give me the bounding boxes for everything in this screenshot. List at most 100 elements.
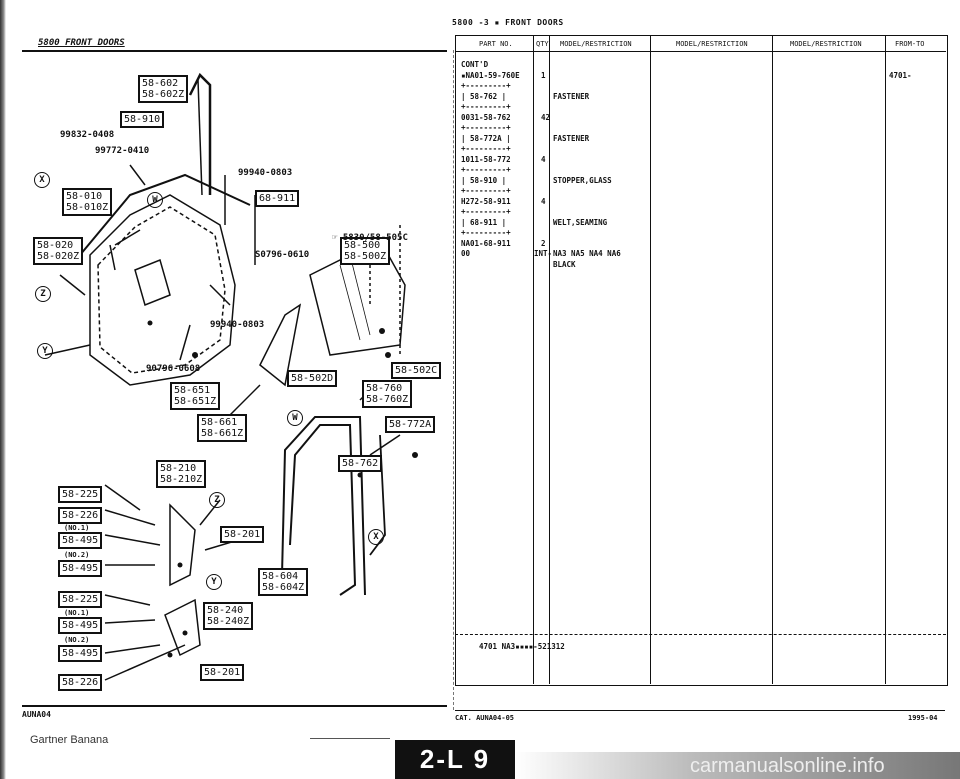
callout-x-top: X: [34, 172, 50, 188]
callout-z-top: Z: [35, 286, 51, 302]
col-header-model-2: MODEL/RESTRICTION: [676, 40, 748, 48]
table-cell-qty: 4: [541, 196, 546, 206]
footnote-rule: [455, 634, 946, 635]
label-5830-ref: ☞ 5830/58-505C: [332, 233, 408, 243]
callout-w-bottom: W: [287, 410, 303, 426]
part-box-58-502d: 58-502D: [287, 370, 338, 387]
table-cell-part: NA01-68-911: [461, 238, 511, 248]
col-header-qty: QTY: [536, 40, 549, 48]
table-cell-part: +---------+: [461, 102, 511, 111]
table-cell-part: CONT'D: [461, 60, 489, 69]
table-cell-part: | 58-772A |: [461, 133, 511, 143]
callout-z-bottom: Z: [209, 492, 225, 508]
table-cell-part: 0031-58-762: [461, 112, 511, 122]
part-box-58-201-a: 58-201: [220, 526, 265, 543]
table-header-rule: [455, 51, 946, 52]
part-box-58-226-a: 58-226: [58, 507, 103, 524]
table-cell-part: 1011-58-772: [461, 154, 511, 164]
scan-shadow: [515, 752, 960, 779]
table-cell-part: ▪NA01-59-760E: [461, 70, 520, 80]
table-cell-part: +---------+: [461, 207, 511, 216]
table-cell-qty: 42: [541, 112, 551, 122]
watermark-text: carmanualsonline.info: [690, 755, 885, 777]
col-header-model-1: MODEL/RESTRICTION: [560, 40, 632, 48]
table-cell-desc: WELT,SEAMING: [553, 217, 608, 227]
label-99772: 99772-0410: [95, 146, 150, 156]
label-99940-mid: 99940-0803: [210, 320, 265, 330]
col-divider-1: [533, 35, 534, 684]
label-99832: 99832-0408: [60, 130, 115, 140]
page-header-title: 5800 -3 ▪ FRONT DOORS: [452, 18, 564, 27]
table-cell-part: | 58-910 |: [461, 175, 507, 185]
table-cell-part: | 58-762 |: [461, 91, 507, 101]
col-divider-2: [549, 35, 550, 684]
parts-table: [455, 35, 948, 686]
door-exploded-diagram: [44, 72, 418, 681]
page-tab: 2-L 9: [395, 740, 515, 779]
footer-cat: CAT. AUNA04-05: [455, 714, 515, 722]
part-box-58-225-b: 58-225: [58, 591, 103, 608]
label-no2-a: (NO.2): [64, 551, 90, 559]
part-box-58-495-d: 58-495: [58, 645, 103, 662]
col-header-model-3: MODEL/RESTRICTION: [790, 40, 862, 48]
table-cell-qty: 1: [541, 70, 546, 80]
table-cell-from: 4701-: [889, 70, 912, 80]
footer-rule-right: [455, 710, 945, 711]
col-header-part-no: PART NO.: [479, 40, 513, 48]
part-box-58-201-b: 58-201: [200, 664, 245, 681]
table-cell-part: | 68-911 |: [461, 217, 507, 227]
label-90796: 90796-0608: [146, 364, 201, 374]
label-s0796: S0796-0610: [255, 250, 310, 260]
table-cell-part: +---------+: [461, 186, 511, 195]
binding-edge: [0, 0, 6, 779]
title-rule: [22, 50, 447, 52]
label-no1-a: (NO.1): [64, 524, 90, 532]
col-header-from-to: FROM-TO: [895, 40, 925, 48]
col-divider-3: [650, 35, 651, 684]
footer-code: AUNA04: [22, 710, 51, 719]
footer-date: 1995-04: [908, 714, 938, 722]
part-box-58-502c: 58-502C: [391, 362, 442, 379]
part-box-58-772a: 58-772A: [385, 416, 436, 433]
part-box-58-495-a: 58-495: [58, 532, 103, 549]
table-cell-desc: FASTENER: [553, 133, 590, 143]
part-box-58-226-b: 58-226: [58, 674, 103, 691]
callout-y-bottom: Y: [206, 574, 222, 590]
callout-y-top: Y: [37, 343, 53, 359]
table-cell-part: 00: [461, 249, 471, 258]
table-cell-part: +---------+: [461, 123, 511, 132]
label-no1-b: (NO.1): [64, 609, 90, 617]
part-box-68-911: 68-911: [255, 190, 300, 207]
label-no2-b: (NO.2): [64, 636, 90, 644]
table-cell-desc: FASTENER: [553, 91, 590, 101]
table-cell-part: +---------+: [461, 165, 511, 174]
table-footnote: 4701 NA3▪▪▪▪-521312: [479, 642, 565, 651]
table-cell-qty: INT-: [534, 249, 553, 258]
table-cell-desc: BLACK: [553, 259, 576, 269]
part-box-58-762: 58-762: [338, 455, 383, 472]
credit-text: Gartner Banana: [30, 734, 109, 746]
label-99940-top: 99940-0803: [238, 168, 293, 178]
callout-w-top: W: [147, 192, 163, 208]
col-divider-5: [885, 35, 886, 684]
door-inner-panel: [89, 194, 236, 386]
center-divider: [453, 50, 454, 710]
table-cell-qty: 4: [541, 154, 546, 164]
part-box-58-495-b: 58-495: [58, 560, 103, 577]
credit-rule: [310, 738, 390, 739]
table-cell-desc: STOPPER,GLASS: [553, 175, 612, 185]
table-cell-part: +---------+: [461, 144, 511, 153]
table-cell-qty: 2: [541, 238, 546, 248]
table-cell-part: +---------+: [461, 81, 511, 90]
col-divider-4: [772, 35, 773, 684]
section-title: 5800 FRONT DOORS: [38, 38, 125, 48]
